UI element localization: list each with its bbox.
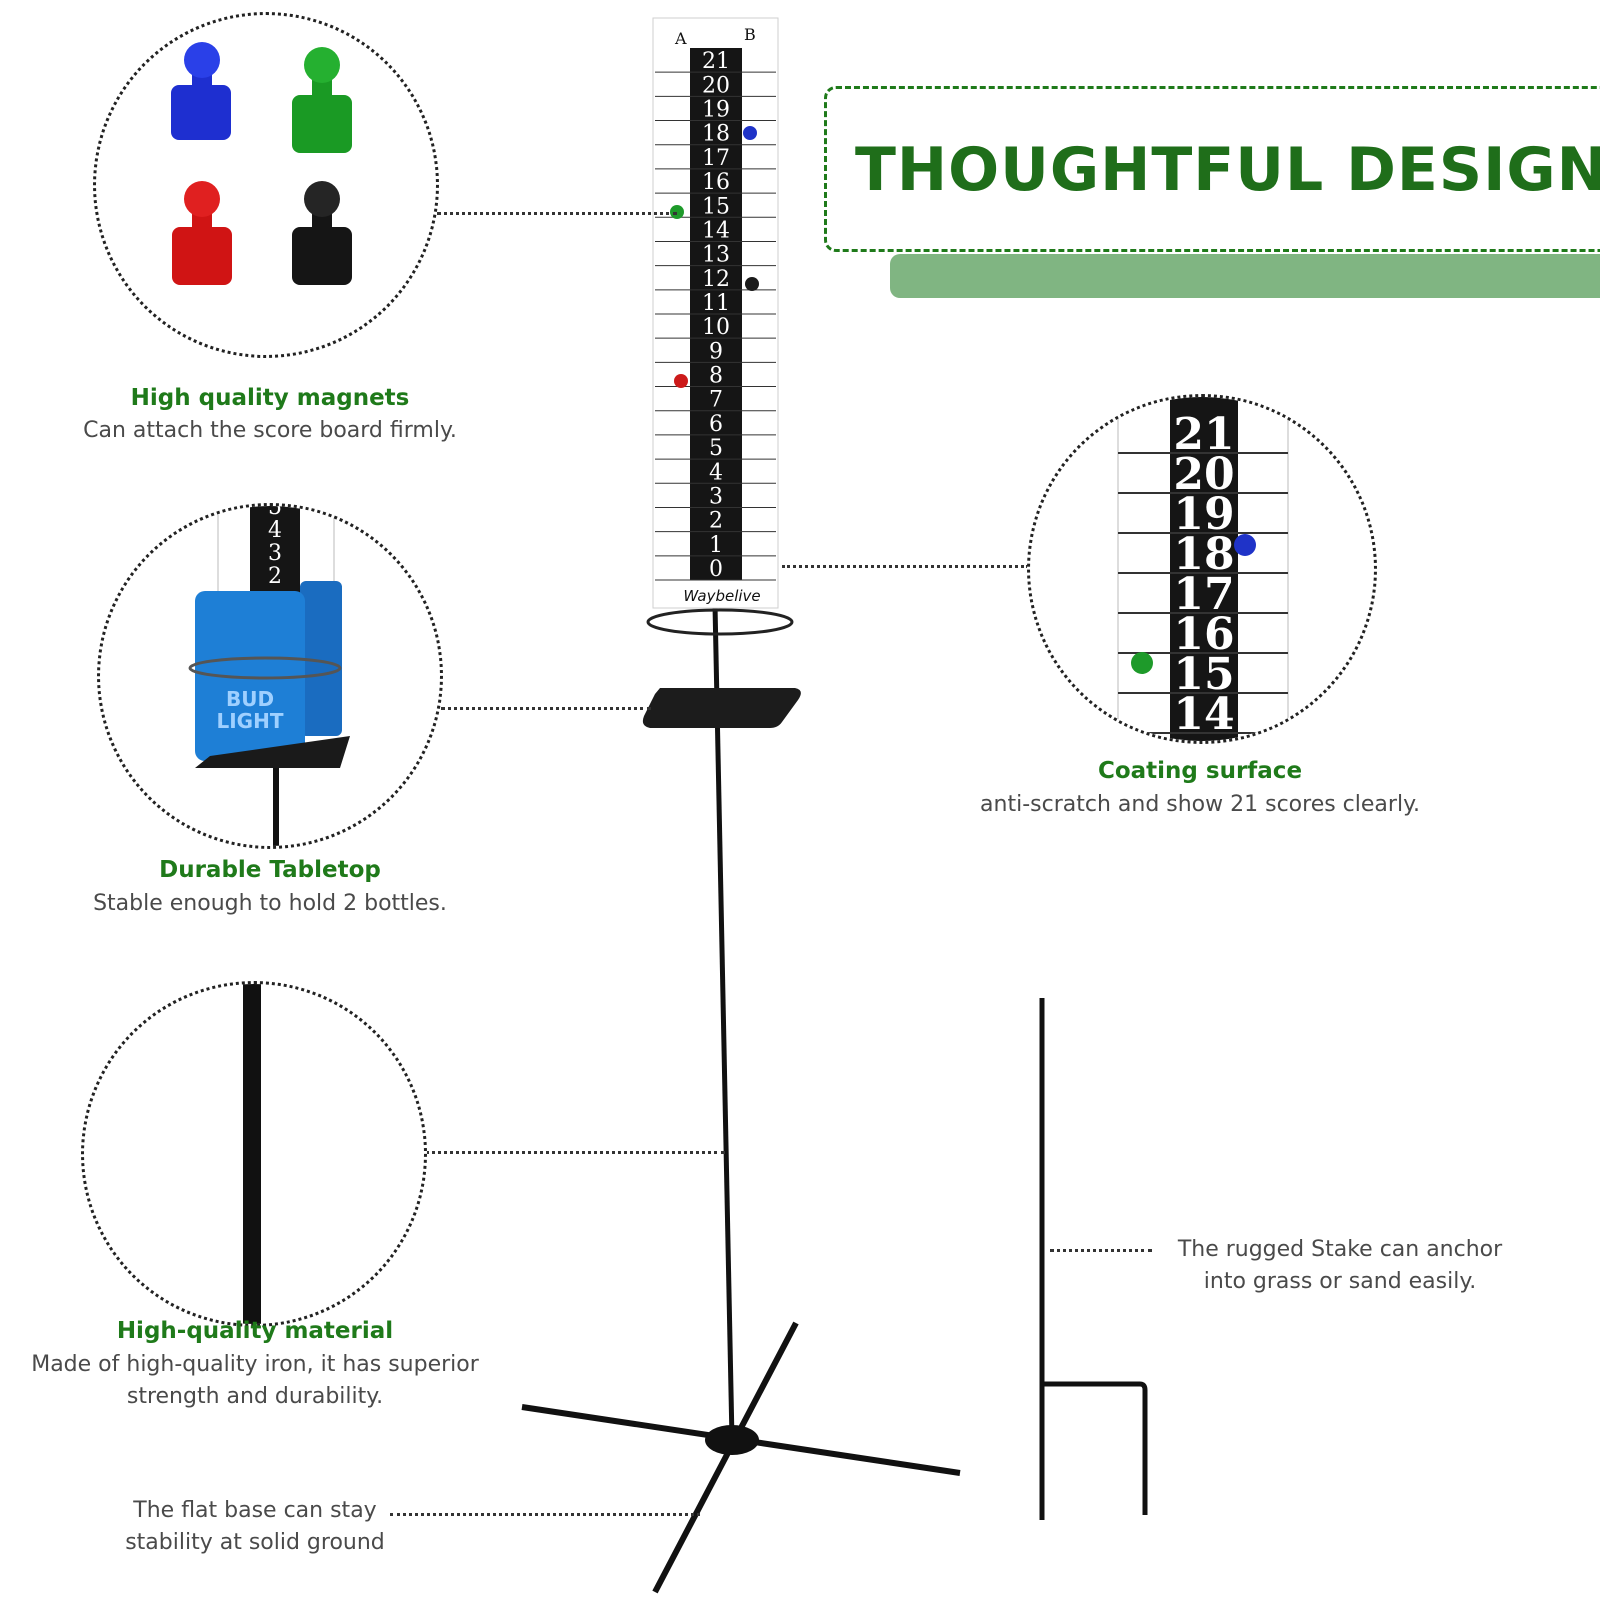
zoom-score-number: 20	[1173, 449, 1234, 500]
blue-magnet-zoom	[1234, 534, 1256, 556]
ground-stake	[1039, 998, 1148, 1520]
tabletop-score-number: 2	[268, 564, 282, 589]
can-label: BUD	[226, 687, 274, 711]
brand-logo: Waybelive	[683, 587, 760, 605]
zoom-score-number: 19	[1173, 489, 1234, 540]
zoom-score-number: 15	[1173, 649, 1234, 700]
score-number: 0	[709, 557, 723, 582]
base-hub	[705, 1425, 759, 1455]
material-zoom-circle	[81, 981, 427, 1327]
score-number: 20	[702, 73, 730, 98]
tabletop-plate	[195, 736, 350, 768]
score-number: 12	[702, 267, 730, 292]
tabletop-score-number: 5	[268, 506, 282, 520]
tabletop-desc: Stable enough to hold 2 bottles.	[93, 891, 447, 916]
leader-material	[425, 1151, 725, 1154]
coating-title: Coating surface	[1097, 758, 1303, 784]
headline-box	[824, 86, 1600, 252]
score-number: 13	[702, 243, 730, 268]
score-number: 10	[702, 315, 730, 340]
green-magnet-zoom	[1131, 652, 1153, 674]
headline-title: THOUGHTFUL DESIGN	[855, 135, 1600, 205]
can-label: LIGHT	[217, 709, 284, 733]
zoom-score-number: 14	[1173, 689, 1234, 740]
headline-accent-bar	[890, 254, 1600, 298]
score-number: 11	[702, 291, 730, 316]
score-number: 2	[709, 509, 723, 534]
score-number: 5	[709, 436, 723, 461]
score-number: 16	[702, 170, 730, 195]
cup-ring	[646, 608, 794, 636]
zoom-center-strip	[1170, 397, 1238, 741]
leader-tabletop	[441, 707, 651, 710]
cup-ring	[188, 656, 342, 680]
score-number: 4	[709, 460, 723, 485]
magnets-illustration	[171, 42, 352, 285]
material-illustration	[243, 984, 261, 1324]
zoom-score-number: 21	[1173, 409, 1234, 460]
tabletop-plate	[642, 688, 801, 728]
score-number: 7	[709, 388, 723, 413]
zoom-score-number: 18	[1173, 529, 1234, 580]
score-number: 15	[702, 194, 730, 219]
score-number: 19	[702, 98, 730, 123]
black-magnet-on-board	[745, 277, 759, 291]
score-number: 18	[702, 122, 730, 147]
main-pole	[712, 604, 735, 1441]
leader-stake	[1050, 1249, 1152, 1252]
leader-base	[390, 1513, 700, 1516]
beer-can	[195, 591, 305, 761]
score-number: 8	[709, 364, 723, 389]
magnets-title: High quality magnets	[130, 385, 410, 411]
iron-rod	[243, 984, 261, 1324]
score-number: 3	[709, 484, 723, 509]
tabletop-title: Durable Tabletop	[159, 857, 381, 883]
tabletop-score-number: 4	[268, 518, 282, 543]
magnets-desc: Can attach the score board firmly.	[83, 418, 457, 443]
column-a-label: A	[674, 29, 687, 48]
tabletop-score-number: 3	[268, 541, 282, 566]
blue-magnet-on-board	[743, 126, 757, 140]
coating-desc: anti-scratch and show 21 scores clearly.	[980, 792, 1420, 817]
score-number: 9	[709, 339, 723, 364]
column-b-label: B	[744, 25, 756, 44]
material-title: High-quality material	[116, 1318, 394, 1344]
score-number: 14	[702, 218, 730, 243]
stake-desc: The rugged Stake can anchor into grass o…	[1177, 1237, 1503, 1294]
green-magnet-icon	[292, 47, 352, 153]
score-number: 1	[709, 533, 723, 558]
leader-coating	[782, 565, 1029, 568]
zoom-score-number: 17	[1173, 569, 1234, 620]
base-desc: The flat base can stay stability at soli…	[125, 1498, 385, 1555]
blue-magnet-icon	[171, 42, 231, 140]
green-magnet-on-board	[670, 205, 684, 219]
scoreboard-lines	[655, 71, 776, 581]
leader-magnets	[437, 212, 677, 215]
base-leg	[652, 1321, 799, 1594]
zoom-score-number: 16	[1173, 609, 1234, 660]
back-can	[300, 581, 342, 736]
red-magnet-icon	[172, 181, 232, 285]
red-magnet-on-board	[674, 374, 688, 388]
black-magnet-icon	[292, 181, 352, 285]
score-number: 21	[702, 49, 730, 74]
material-desc: Made of high-quality iron, it has superi…	[31, 1352, 479, 1409]
score-number: 6	[709, 412, 723, 437]
score-number: 17	[702, 146, 730, 171]
magnets-zoom-circle	[93, 12, 439, 358]
